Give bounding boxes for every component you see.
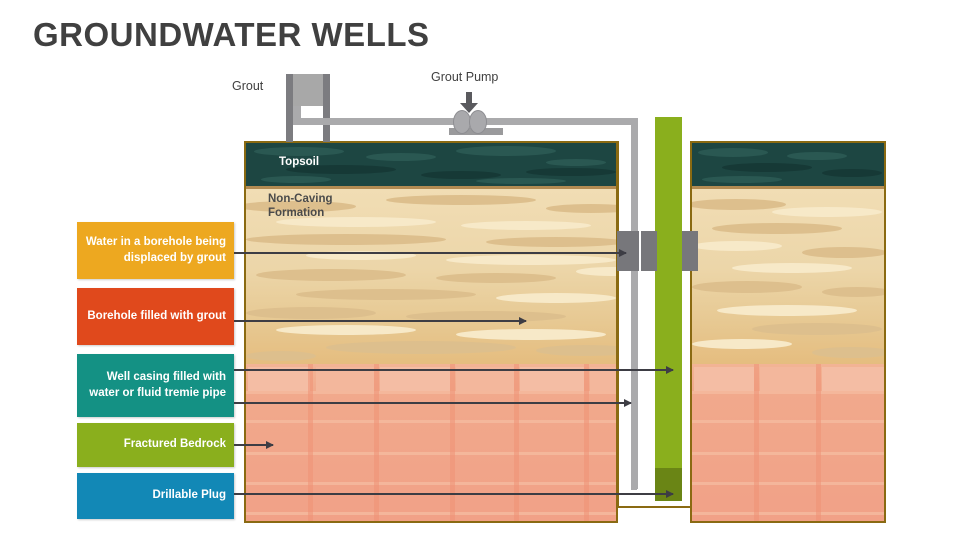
legend-label: Borehole filled with grout <box>87 309 226 322</box>
legend-item-borehole-grout[interactable]: Borehole filled with grout <box>77 288 234 345</box>
topsoil-layer-right <box>692 143 884 186</box>
legend-label: Water in a borehole being displaced by g… <box>85 236 226 264</box>
legend-item-well-casing[interactable]: Well casing filled with water or fluid t… <box>77 354 234 417</box>
page-title: GROUNDWATER WELLS <box>33 16 430 53</box>
fractured-bedrock-layer-right <box>692 364 884 521</box>
grout-column <box>655 117 682 492</box>
ground-block-right <box>690 141 886 523</box>
legend-label: Drillable Plug <box>152 489 227 502</box>
grout-tank-leg-left <box>286 74 293 142</box>
non-caving-formation-layer-right <box>692 189 884 364</box>
well-collar-left <box>617 231 639 271</box>
legend-item-fractured-bedrock[interactable]: Fractured Bedrock <box>77 423 234 467</box>
connector-drillable-plug <box>234 490 674 498</box>
grout-tank-outlet-vertical <box>293 106 301 124</box>
arrow-down-icon <box>460 92 478 113</box>
grout-pump-lobe-right <box>469 110 487 134</box>
legend-item-drillable-plug[interactable]: Drillable Plug <box>77 473 234 519</box>
tremie-pipe-tip <box>631 484 637 490</box>
well-collar-center <box>641 231 657 271</box>
grout-tank-leg-right <box>323 74 330 142</box>
legend-label: Fractured Bedrock <box>123 438 226 451</box>
topsoil-label: Topsoil <box>279 156 320 168</box>
topsoil-layer <box>246 143 616 186</box>
connector-borehole-grout <box>234 317 527 325</box>
non-caving-formation-layer <box>246 189 616 364</box>
legend-label: Well casing filled with water or fluid t… <box>89 371 226 399</box>
non-caving-formation-label: Non-Caving Formation <box>268 193 333 220</box>
grout-tank <box>286 74 330 106</box>
tremie-pipe-vertical <box>631 118 638 489</box>
topsoil-boundary-band-right <box>692 186 884 189</box>
connector-water-displaced <box>234 249 627 257</box>
connector-well-casing-lower <box>234 399 632 407</box>
grout-label: Grout <box>232 79 264 93</box>
legend-item-water-displaced[interactable]: Water in a borehole being displaced by g… <box>77 222 234 279</box>
connector-fractured-bedrock <box>234 441 274 449</box>
topsoil-boundary-band <box>246 186 616 189</box>
grout-pump-label: Grout Pump <box>431 70 499 84</box>
well-collar-right <box>682 231 698 271</box>
connector-well-casing-upper <box>234 366 674 374</box>
fractured-bedrock-layer <box>246 364 616 521</box>
